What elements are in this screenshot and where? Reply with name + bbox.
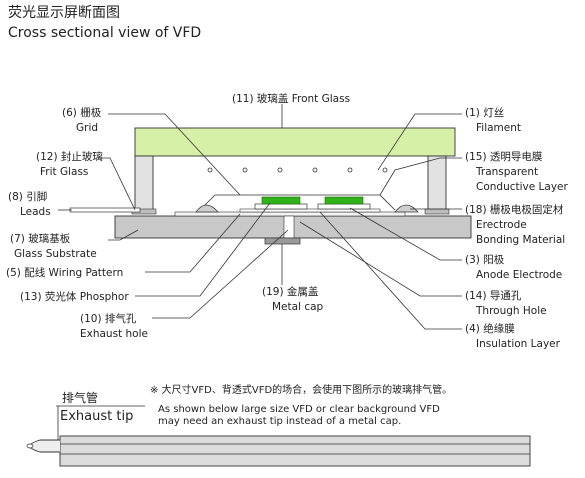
label-phosphor: (13) 荧光体 Phosphor [20, 290, 129, 303]
metal-cap [264, 237, 301, 245]
phosphor-right [324, 196, 364, 205]
exhaust-note-en2: may need an exhaust tip instead of a met… [158, 416, 401, 427]
label-insulation-cn: (4) 绝缘膜 [465, 322, 515, 335]
insulation-layer [239, 208, 381, 213]
label-anode-en: Anode Electrode [476, 269, 562, 281]
label-filament-en: Filament [476, 122, 521, 134]
filament-dot [277, 167, 283, 173]
leader-insulation [319, 211, 462, 330]
wiring-layer [174, 211, 406, 217]
label-substrate-en: Glass Substrate [14, 248, 97, 260]
label-substrate-cn: (7) 玻璃基板 [10, 232, 71, 245]
label-bonding-en2: Bonding Material [476, 234, 565, 246]
label-metalcap-en: Metal cap [272, 301, 324, 313]
leader-transparent [379, 157, 462, 196]
exhaust-tube [29, 439, 60, 453]
leader-anode [349, 207, 462, 261]
frit-right [424, 208, 450, 215]
exhaust-note-cn: ※ 大尺寸VFD、背透式VFD的场合，会使用下图所示的玻璃排气管。 [150, 383, 452, 396]
title-en: Cross sectional view of VFD [8, 25, 201, 41]
title-cn: 荧光显示屏断面图 [8, 4, 120, 21]
leader-frit [98, 157, 136, 211]
filament-dot [207, 167, 213, 173]
phosphor-left [261, 196, 301, 205]
filament-dot [242, 167, 248, 173]
label-front-glass: (11) 玻璃盖 Front Glass [232, 92, 350, 105]
label-grid-en: Grid [76, 122, 98, 134]
anode-right [317, 203, 371, 210]
spacer-left [134, 155, 154, 213]
label-leads-en: Leads [20, 206, 51, 218]
exhaust-tip-en: Exhaust tip [60, 409, 133, 424]
exhaust-note-en1: As shown below large size VFD or clear b… [158, 404, 440, 415]
anode-left [254, 203, 308, 210]
bonding-left [195, 204, 219, 213]
label-filament-cn: (1) 灯丝 [465, 107, 504, 119]
bonding-right [394, 204, 419, 213]
label-grid-cn: (6) 栅极 [62, 106, 102, 119]
label-anode-cn: (3) 阳极 [465, 253, 505, 266]
label-transparent-en2: Conductive Layer [476, 181, 569, 193]
filament-dot [347, 167, 353, 173]
label-transparent-en1: Transparent [475, 166, 538, 178]
filament-dot [382, 167, 388, 173]
label-through-en: Through Hole [475, 305, 547, 317]
exhaust-panel [59, 435, 531, 467]
leader-substrate [108, 229, 139, 241]
exhaust-tube-tip [26, 443, 34, 449]
leader-wiring [145, 213, 241, 273]
spacer-right [427, 155, 447, 213]
label-insulation-en: Insulation Layer [476, 338, 561, 350]
grid-electrode [199, 194, 396, 211]
label-exhaust-hole-en: Exhaust hole [80, 328, 148, 340]
label-through-cn: (14) 导通孔 [465, 289, 522, 302]
label-wiring: (5) 配线 Wiring Pattern [6, 266, 123, 279]
filament-dot [312, 167, 318, 173]
leader-grid [108, 113, 241, 196]
lead [69, 207, 141, 213]
leader-filament [377, 113, 462, 171]
leader-phosphor [135, 202, 271, 297]
label-bonding-cn: (18) 栅极电极固定材 [465, 203, 564, 216]
front-glass [134, 127, 456, 157]
label-metalcap-cn: (19) 金属盖 [262, 285, 319, 298]
label-leads-cn: (8) 引脚 [8, 190, 47, 203]
label-frit-en: Frit Glass [40, 166, 88, 178]
leader-exhaust [152, 229, 289, 319]
label-exhaust-hole-cn: (10) 排气孔 [80, 312, 137, 325]
label-bonding-en1: Erectrode [476, 219, 527, 231]
leader-through [299, 221, 462, 297]
exhaust-tip-cn: 排气管 [62, 390, 98, 405]
label-frit-cn: (12) 封止玻璃 [36, 150, 103, 163]
label-transparent-cn: (15) 透明导电膜 [465, 150, 543, 163]
through-hole [283, 215, 295, 239]
